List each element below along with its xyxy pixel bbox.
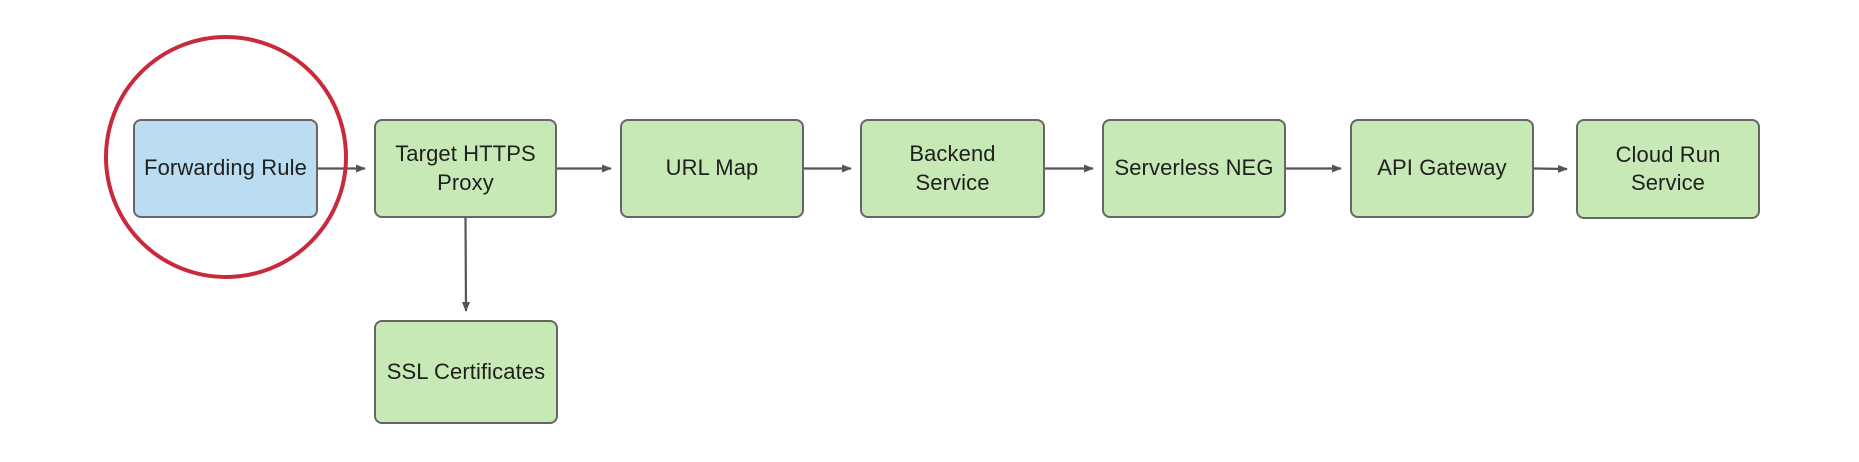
node-target-https-proxy[interactable]: Target HTTPS Proxy — [374, 119, 557, 218]
node-label-api-gateway: API Gateway — [1377, 155, 1507, 181]
node-api-gateway[interactable]: API Gateway — [1350, 119, 1534, 218]
node-backend-service[interactable]: Backend Service — [860, 119, 1045, 218]
node-label-backend-service: Backend Service — [909, 141, 996, 195]
node-label-cloud-run-service: Cloud Run Service — [1615, 141, 1721, 195]
node-label-forwarding-rule: Forwarding Rule — [144, 155, 307, 181]
node-ssl-certificates[interactable]: SSL Certificates — [374, 320, 558, 424]
node-label-target-https-proxy: Target HTTPS Proxy — [395, 141, 536, 195]
edge-target-https-proxy-to-ssl-certificates — [461, 217, 470, 312]
node-label-url-map: URL Map — [665, 155, 759, 181]
edge-api-gateway-to-cloud-run-service — [1533, 164, 1568, 173]
node-cloud-run-service[interactable]: Cloud Run Service — [1576, 119, 1760, 219]
node-label-serverless-neg: Serverless NEG — [1114, 155, 1274, 181]
node-url-map[interactable]: URL Map — [620, 119, 804, 218]
node-forwarding-rule[interactable]: Forwarding Rule — [133, 119, 318, 218]
forwarding-rule-highlight-circle — [104, 35, 348, 279]
node-serverless-neg[interactable]: Serverless NEG — [1102, 119, 1286, 218]
node-label-ssl-certificates: SSL Certificates — [386, 358, 546, 384]
